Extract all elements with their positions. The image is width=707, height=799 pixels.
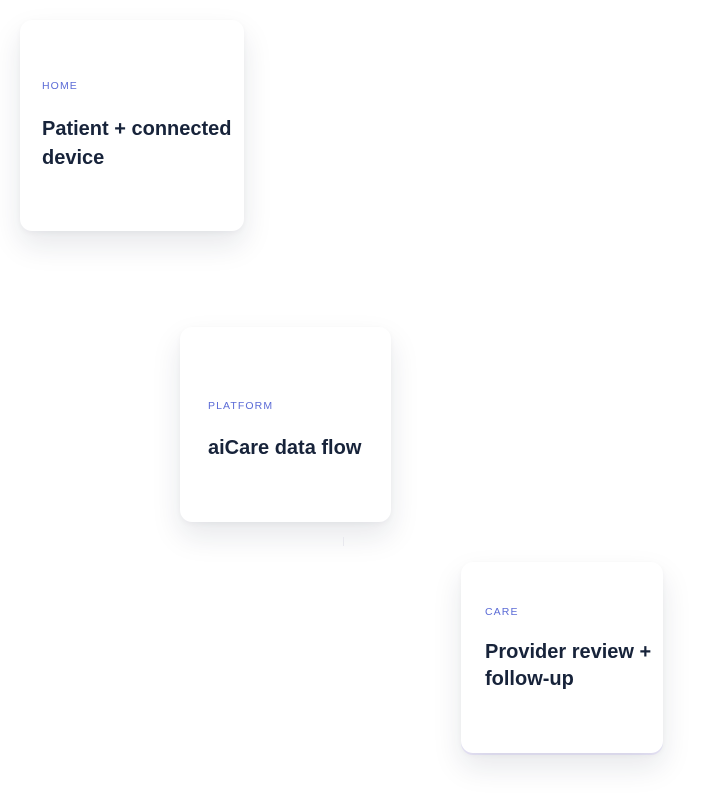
platform-card-label: PLATFORM [208, 400, 274, 412]
connector-tick [343, 537, 344, 546]
care-card-label: CARE [485, 606, 519, 618]
home-card: HOME Patient + connected device [20, 20, 244, 231]
home-card-title: Patient + connected device [42, 118, 232, 169]
care-card-title: Provider review + follow-up [485, 641, 652, 690]
care-card: CARE Provider review + follow-up [461, 562, 663, 753]
platform-card-title: aiCare data flow [208, 437, 362, 459]
home-card-label: HOME [42, 80, 78, 92]
platform-card: PLATFORM aiCare data flow [180, 327, 391, 522]
